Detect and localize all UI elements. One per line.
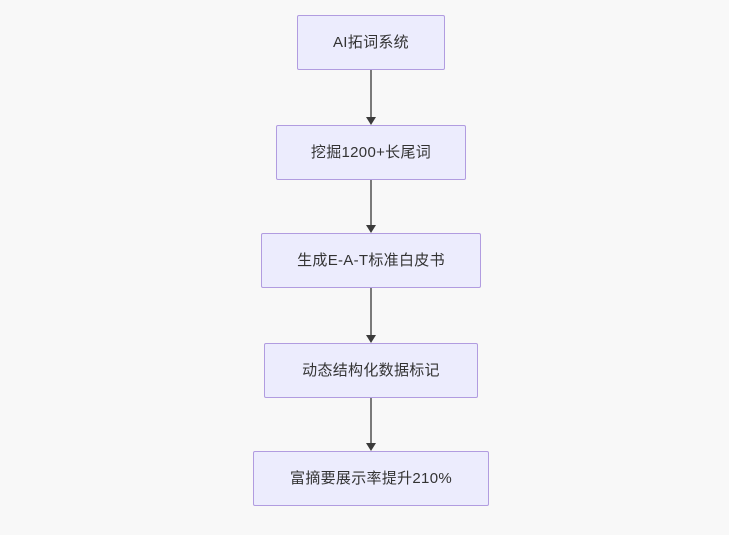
arrowhead-icon [366,117,376,125]
arrowhead-icon [366,443,376,451]
edge-line [370,398,372,444]
arrowhead-icon [366,335,376,343]
flow-node-2[interactable]: 挖掘1200+长尾词 [276,125,466,180]
edge-line [370,288,372,336]
flow-node-5[interactable]: 富摘要展示率提升210% [253,451,489,506]
flow-node-4[interactable]: 动态结构化数据标记 [264,343,478,398]
arrowhead-icon [366,225,376,233]
flow-node-1[interactable]: AI拓词系统 [297,15,445,70]
edge-line [370,180,372,226]
edge-line [370,70,372,118]
flow-node-3[interactable]: 生成E-A-T标准白皮书 [261,233,481,288]
